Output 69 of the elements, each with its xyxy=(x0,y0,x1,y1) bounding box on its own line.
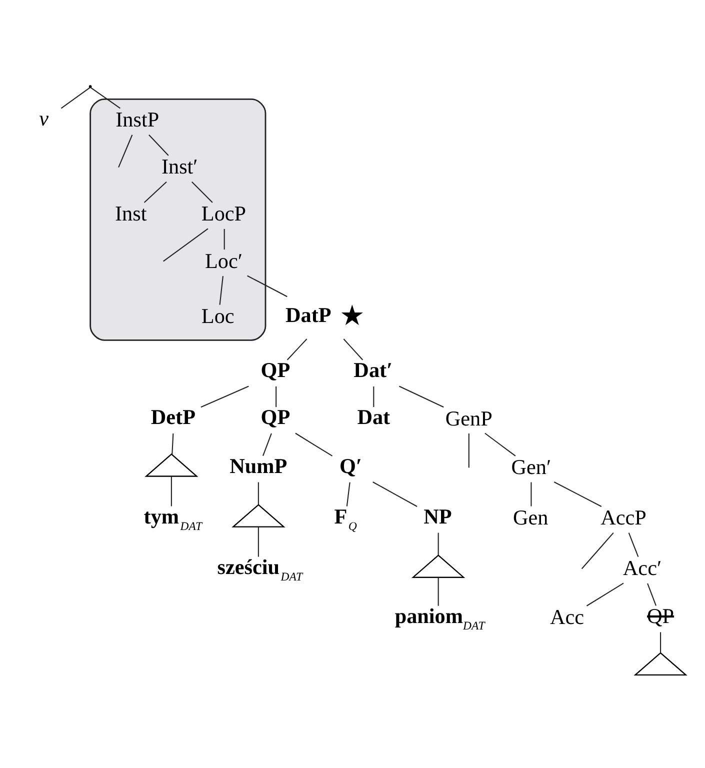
connector xyxy=(373,386,374,408)
node-text: F$_{Q}$ xyxy=(334,504,357,533)
node-text: Loc xyxy=(201,304,234,328)
connector xyxy=(90,87,120,109)
node-text: NP xyxy=(424,504,452,528)
connector xyxy=(144,182,167,203)
connector xyxy=(484,432,516,456)
node-text: GenP xyxy=(445,406,492,430)
connector xyxy=(530,482,532,506)
node-text: QP xyxy=(647,604,674,628)
connector xyxy=(262,433,272,456)
node-triangle xyxy=(144,453,198,477)
connector xyxy=(438,532,439,556)
node-text: Inst xyxy=(115,202,147,226)
node-point xyxy=(88,85,92,88)
connector xyxy=(628,532,639,558)
node-text: DatP xyxy=(285,302,332,327)
connector xyxy=(247,275,288,298)
connector xyxy=(286,338,308,360)
node-text: Acc xyxy=(550,604,584,629)
connector xyxy=(554,482,602,507)
node-text: NumP xyxy=(230,454,288,478)
node-text: QP xyxy=(260,405,290,430)
connector xyxy=(372,482,418,507)
connector xyxy=(162,228,208,262)
connector xyxy=(148,134,169,156)
connector xyxy=(581,532,614,570)
node-text: DetP xyxy=(150,405,196,430)
connector xyxy=(258,482,259,505)
connector xyxy=(170,476,172,506)
node-text: Dat′ xyxy=(354,358,393,382)
node-triangle xyxy=(411,554,466,578)
node-label: ★ xyxy=(340,299,365,332)
connector xyxy=(192,182,213,203)
node-triangle xyxy=(232,504,286,528)
node-text: Gen′ xyxy=(511,455,552,480)
node-text: Inst′ xyxy=(161,154,198,179)
node-text: AccP xyxy=(600,506,646,530)
cluster xyxy=(90,98,266,341)
node-text: sześciu$_{DAT}$ xyxy=(217,555,303,584)
node-text: tym$_{DAT}$ xyxy=(144,504,202,533)
connector xyxy=(468,434,470,468)
connector xyxy=(118,134,133,168)
connector xyxy=(258,526,259,557)
node-text: v xyxy=(39,106,49,130)
connector xyxy=(660,632,662,653)
connector xyxy=(647,583,656,606)
node-text: Acc′ xyxy=(622,556,662,580)
connector xyxy=(586,582,624,606)
connector xyxy=(438,578,439,606)
connector xyxy=(224,228,225,250)
node-text: Dat xyxy=(357,405,390,430)
node-text: InstP xyxy=(116,108,160,132)
connector xyxy=(398,386,444,408)
connector xyxy=(200,386,249,408)
node-text: QP xyxy=(260,358,290,382)
node-text: LocP xyxy=(201,202,246,226)
node-text: paniom$_{DAT}$ xyxy=(394,604,485,632)
connector xyxy=(219,276,224,305)
node-text: Q′ xyxy=(340,454,362,478)
connector xyxy=(276,386,277,408)
connector xyxy=(346,482,350,506)
connector xyxy=(295,432,333,456)
connector xyxy=(172,433,174,454)
connector xyxy=(60,87,90,109)
connector xyxy=(343,338,364,360)
node-text: Loc′ xyxy=(204,248,242,273)
node-triangle xyxy=(634,652,688,676)
node-text: Gen xyxy=(512,506,548,530)
